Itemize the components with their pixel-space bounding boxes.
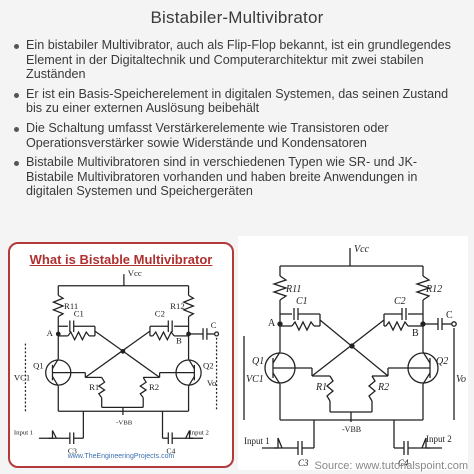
label-r1: R1 [89,382,99,392]
label-vbb: -VBB [116,420,133,427]
label-r2: R2 [149,382,159,392]
right-circuit-diagram: Vcc R11 R12 A B C1 C2 C [243,244,466,468]
label-c3: C3 [298,458,309,468]
label-vc1: VC1 [246,374,264,385]
label-b: B [412,328,419,339]
label-a: A [47,328,54,338]
bullet-item: Bistabile Multivibratoren sind in versch… [14,155,464,199]
label-input2: Input 2 [190,429,209,436]
left-figure-title: What is Bistable Multivibrator [29,252,213,267]
bullet-item: Ein bistabiler Multivibrator, auch als F… [14,38,464,82]
left-circuit-diagram: Vcc R11 R12 A B C1 C2 [14,268,220,456]
label-r12: R12 [170,301,184,311]
label-input1: Input 1 [244,436,270,446]
label-c1: C1 [74,309,84,319]
label-q1: Q1 [252,356,264,367]
label-input1: Input 1 [14,429,33,436]
label-r1: R1 [315,382,327,393]
label-c1: C1 [296,296,308,307]
label-vo: Vo [207,378,216,388]
label-input2: Input 2 [426,434,452,444]
label-c4: C4 [166,447,175,456]
label-c3: C3 [68,447,77,456]
label-c2: C2 [394,296,406,307]
left-circuit-figure: What is Bistable Multivibrator Vcc R11 R… [8,242,234,468]
bullet-item: Die Schaltung umfasst Verstärkerelemente… [14,121,464,150]
label-q2: Q2 [203,361,214,371]
label-vc1: VC1 [14,372,30,382]
label-vcc: Vcc [128,268,142,278]
label-r12: R12 [425,284,442,295]
bullet-item: Er ist ein Basis-Speicherelement in digi… [14,87,464,116]
label-b: B [176,336,182,346]
label-q2: Q2 [436,356,448,367]
label-c: C [211,320,217,330]
label-c4: C4 [398,458,409,468]
label-c: C [446,310,453,321]
label-c2: C2 [155,309,165,319]
label-vbb: -VBB [342,425,361,434]
bullet-list: Ein bistabiler Multivibrator, auch als F… [14,38,464,204]
right-circuit-figure: Vcc R11 R12 A B C1 C2 C [238,236,468,470]
source-credit: Source: www.tutorialspoint.com [314,460,468,472]
label-r2: R2 [377,382,389,393]
label-vcc: Vcc [354,244,370,255]
label-q1: Q1 [33,361,44,371]
left-figure-credit: www.TheEngineeringProjects.com [67,453,175,460]
label-r11: R11 [64,301,78,311]
label-r11: R11 [285,284,301,295]
label-a: A [268,318,276,329]
page-title: Bistabiler-Multivibrator [150,8,324,27]
label-vo: Vo [456,374,466,385]
